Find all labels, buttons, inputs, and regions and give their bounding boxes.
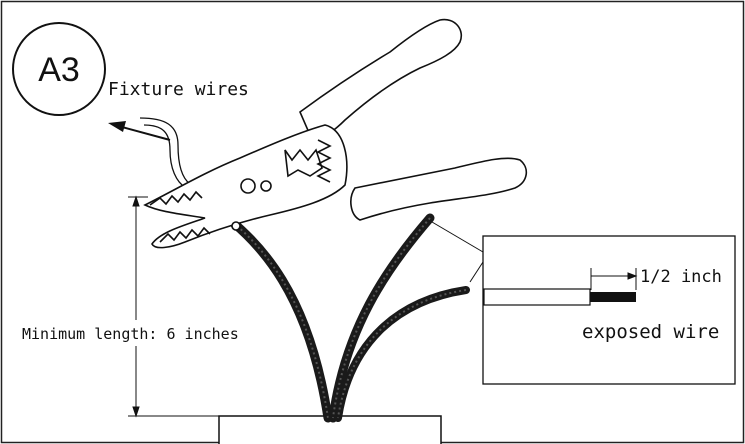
minimum-length-dimension bbox=[128, 195, 300, 418]
callout-leader bbox=[431, 221, 484, 283]
strip-length-dimension bbox=[590, 268, 638, 290]
step-badge: A3 bbox=[12, 22, 106, 116]
fixture-wire-thin bbox=[139, 117, 191, 185]
fixture-wire-thin-2 bbox=[143, 124, 187, 189]
step-badge-label: A3 bbox=[38, 51, 80, 89]
wire-bundle-icon bbox=[200, 197, 470, 423]
wire-stripper-icon bbox=[143, 18, 528, 249]
fixture-wires-label: Fixture wires bbox=[108, 79, 249, 100]
stripped-wire-detail bbox=[483, 288, 636, 306]
step-badge-circle bbox=[12, 22, 106, 116]
minimum-length-label: Minimum length: 6 inches bbox=[22, 325, 239, 343]
arrow-icon bbox=[108, 121, 171, 141]
strip-length-label: 1/2 inch bbox=[640, 267, 722, 287]
exposed-wire-label: exposed wire bbox=[582, 321, 719, 343]
exposed-wire-callout-box bbox=[482, 235, 736, 385]
